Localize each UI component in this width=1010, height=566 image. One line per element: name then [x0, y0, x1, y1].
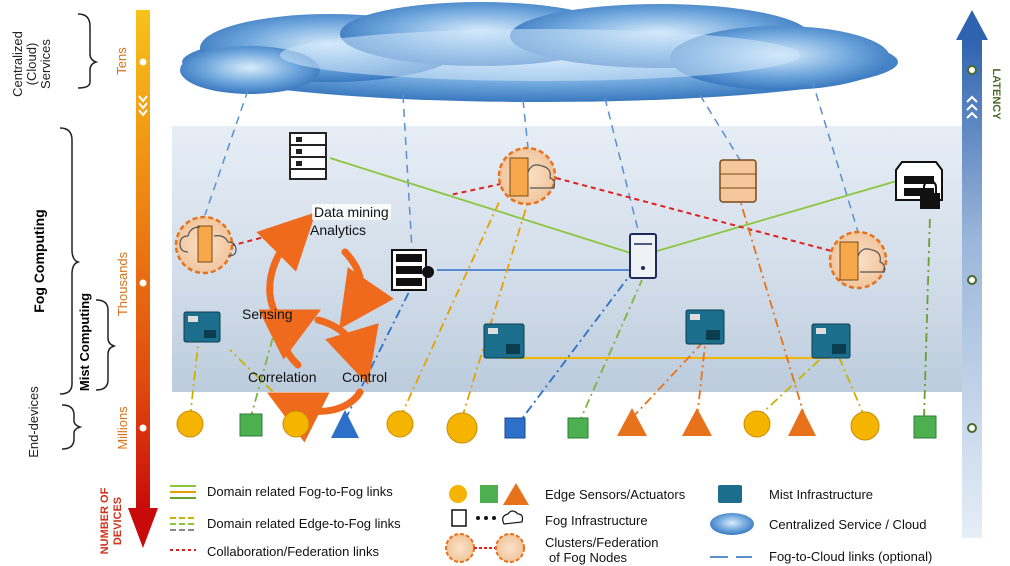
legend-edge-sensors: Edge Sensors/Actuators	[545, 487, 686, 502]
server-rack-icon	[289, 132, 327, 180]
tier-label-cloud: Centralized (Cloud) Services	[10, 31, 53, 97]
device-axis-title: NUMBER OF DEVICES	[99, 487, 124, 555]
tier-label-fog: Fog Computing	[31, 209, 47, 313]
mist-board-icon	[811, 323, 851, 359]
latency-axis-title: LATENCY	[990, 68, 1002, 120]
tier-brackets	[59, 13, 117, 450]
legend-fog-to-fog: Domain related Fog-to-Fog links	[207, 484, 393, 499]
device-count-axis	[128, 10, 158, 548]
legend-clusters-line2: of Fog Nodes	[549, 550, 628, 565]
mist-board-icon	[183, 311, 221, 343]
server-stack-icon	[719, 159, 757, 203]
cycle-label-analytics: Analytics	[310, 222, 367, 238]
secure-server-icon	[895, 161, 943, 209]
fog-cluster-node-left	[174, 215, 237, 275]
legend-mist-infra: Mist Infrastructure	[769, 487, 874, 502]
fog-to-cloud-links	[204, 79, 859, 251]
fog-to-fog-links	[329, 157, 901, 257]
cycle-label-control: Control	[342, 369, 388, 385]
scale-label-tens: Tens	[114, 47, 129, 75]
latency-axis	[956, 10, 988, 538]
legend-clusters-line1: Clusters/Federation	[545, 535, 659, 550]
tier-label-mist: Mist Computing	[77, 292, 92, 392]
legend-fog-to-cloud: Fog-to-Cloud links (optional)	[769, 549, 933, 564]
scale-label-millions: Millions	[115, 406, 130, 450]
tier-label-edge: End-devices	[26, 386, 41, 458]
cycle-label-correlation: Correlation	[248, 369, 317, 385]
fog-cluster-node-right	[828, 230, 888, 290]
legend-cloud-service: Centralized Service / Cloud	[769, 517, 927, 532]
cycle-label-data-mining: Data mining	[312, 204, 391, 220]
mist-board-icon	[685, 309, 725, 345]
server-config-icon	[391, 249, 434, 291]
mist-board-icon	[483, 323, 525, 359]
desktop-tower-icon	[629, 233, 657, 279]
edge-devices-row	[176, 408, 937, 444]
cycle-label-sensing: Sensing	[242, 306, 293, 322]
legend-fog-infra: Fog Infrastructure	[545, 513, 648, 528]
legend-edge-to-fog: Domain related Edge-to-Fog links	[207, 516, 401, 531]
analytics-cycle-arrows	[256, 212, 394, 443]
cloud-icon	[180, 2, 898, 102]
legend-graphics	[170, 483, 754, 563]
scale-label-thousands: Thousands	[115, 251, 130, 317]
legend-collaboration: Collaboration/Federation links	[207, 544, 379, 559]
fog-cluster-node-top	[497, 146, 557, 206]
